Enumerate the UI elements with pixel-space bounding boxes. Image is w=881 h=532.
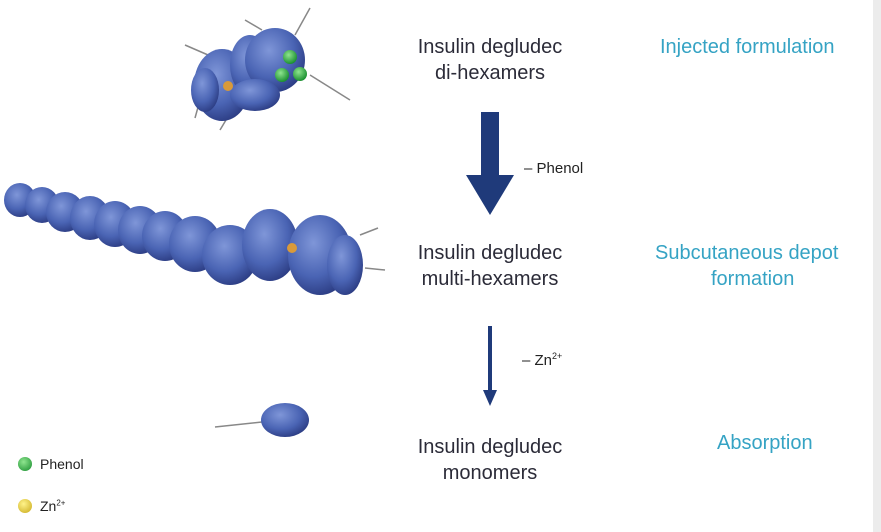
- zinc-atom: [223, 81, 233, 91]
- di-hexamer-molecule: [184, 7, 351, 131]
- stage-label: monomers: [442, 462, 538, 484]
- stage-monomers: Insulin degludec monomers: [390, 434, 590, 486]
- stage-multi-hexamers: Insulin degludec multi-hexamers: [390, 240, 590, 292]
- stage-label: Insulin degludec: [417, 436, 563, 458]
- phenol-atom: [293, 67, 307, 81]
- stage-label: Insulin degludec: [417, 36, 563, 58]
- legend-phenol: Phenol: [18, 456, 84, 472]
- phase-depot: Subcutaneous depot formation: [655, 240, 881, 292]
- stage-label: di-hexamers: [434, 62, 546, 84]
- right-edge-strip: [873, 0, 881, 532]
- phase-injected: Injected formulation: [660, 36, 835, 58]
- phase-absorption: Absorption: [717, 432, 813, 454]
- phenol-legend-icon: [18, 457, 32, 471]
- legend-label-sup: 2+: [56, 498, 66, 508]
- monomer-molecule: [214, 403, 309, 437]
- step-label-sup: 2+: [552, 351, 563, 361]
- zinc-legend-icon: [18, 499, 32, 513]
- zinc-atom: [287, 243, 297, 253]
- phenol-atom: [275, 68, 289, 82]
- legend-label: Zn2+: [40, 498, 65, 514]
- multi-hexamer-molecule: [4, 183, 386, 295]
- stage-label: multi-hexamers: [421, 268, 559, 290]
- phenol-atom: [283, 50, 297, 64]
- arrow-down-large: [466, 112, 514, 215]
- stage-di-hexamers: Insulin degludec di-hexamers: [390, 34, 590, 86]
- step-remove-phenol: – Phenol: [524, 160, 584, 177]
- step-remove-zinc: – Zn2+: [522, 351, 562, 369]
- stage-label: Insulin degludec: [417, 242, 563, 264]
- legend-zinc: Zn2+: [18, 498, 65, 514]
- step-label: – Zn: [522, 352, 553, 369]
- arrow-down-small: [483, 326, 497, 406]
- legend-label-base: Zn: [40, 498, 57, 514]
- phase-label: formation: [711, 268, 795, 290]
- legend-label: Phenol: [40, 456, 84, 472]
- phase-label: Subcutaneous depot: [655, 242, 839, 264]
